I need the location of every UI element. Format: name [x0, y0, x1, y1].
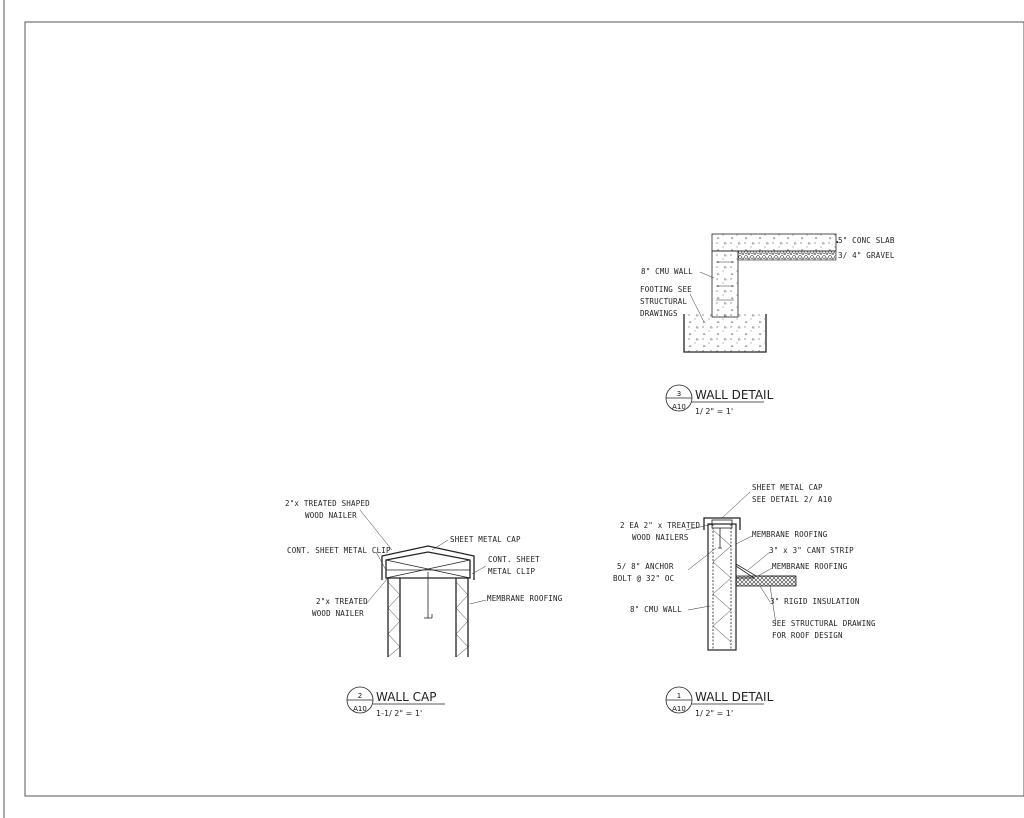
- detail-1-number: 1: [677, 692, 681, 700]
- label-membrane-roofing: MEMBRANE ROOFING: [487, 594, 563, 603]
- label-anchor-bolt-1: 5/ 8" ANCHOR: [617, 562, 674, 571]
- label-footing-3: DRAWINGS: [640, 309, 678, 318]
- detail-1-scale: 1/ 2" = 1': [695, 709, 733, 718]
- detail-2-sheet: A10: [353, 705, 367, 713]
- concrete-slab: [711, 233, 837, 252]
- detail-3-title-block: 3 A10 WALL DETAIL 1/ 2" = 1': [665, 384, 774, 416]
- detail-3-wall-detail: 5" CONC SLAB 3/ 4" GRAVEL 8" CMU WALL FO…: [640, 233, 895, 416]
- wood-nailers: [711, 519, 733, 529]
- label-footing-2: STRUCTURAL: [640, 297, 687, 306]
- wood-nailer-shaped: [385, 551, 471, 579]
- label-see-detail: SEE DETAIL 2/ A10: [752, 495, 832, 504]
- label-cant-strip: 3" x 3" CANT STRIP: [769, 546, 854, 555]
- detail-2-scale: 1-1/ 2" = 1': [376, 709, 422, 718]
- detail-1-title-block: 1 A10 WALL DETAIL 1/ 2" = 1': [665, 686, 774, 718]
- label-sheet-metal-cap: SHEET METAL CAP: [752, 483, 823, 492]
- detail-2-title-block: 2 A10 WALL CAP 1-1/ 2" = 1': [346, 686, 445, 718]
- label-sheet-metal-cap: SHEET METAL CAP: [450, 535, 521, 544]
- label-membrane-roofing-top: MEMBRANE ROOFING: [752, 530, 828, 539]
- membrane-roofing-line: [735, 548, 796, 577]
- gravel-layer: [737, 250, 837, 261]
- label-cont-sheet-metal-clip-right-1: CONT. SHEET: [488, 555, 540, 564]
- label-anchor-bolt-2: BOLT @ 32" OC: [613, 574, 674, 583]
- label-see-structural-1: SEE STRUCTURAL DRAWING: [772, 619, 876, 628]
- label-gravel: 3/ 4" GRAVEL: [838, 251, 895, 260]
- cmu-wall-section: [707, 523, 737, 651]
- label-cmu-wall: 8" CMU WALL: [630, 605, 682, 614]
- detail-2-title: WALL CAP: [376, 690, 436, 704]
- label-treated-shaped-nailer-1: 2"x TREATED SHAPED: [285, 499, 370, 508]
- detail-1-wall-detail: SHEET METAL CAP SEE DETAIL 2/ A10 2 EA 2…: [613, 483, 876, 718]
- label-membrane-roofing-bottom: MEMBRANE ROOFING: [772, 562, 848, 571]
- label-slab: 5" CONC SLAB: [838, 236, 895, 245]
- label-treated-nailer-1: 2"x TREATED: [316, 597, 368, 606]
- detail-3-sheet: A10: [672, 403, 686, 411]
- detail-2-number: 2: [358, 692, 362, 700]
- wall-cap-right-wall: [455, 578, 469, 658]
- label-cont-sheet-metal-clip-right-2: METAL CLIP: [488, 567, 535, 576]
- label-treated-nailer-2: WOOD NAILER: [312, 609, 364, 618]
- label-cont-sheet-metal-clip-left: CONT. SHEET METAL CLIP: [287, 546, 391, 555]
- rigid-insulation: [735, 575, 797, 587]
- label-footing-1: FOOTING SEE: [640, 285, 692, 294]
- label-rigid-insulation: 3" RIGID INSULATION: [770, 597, 860, 606]
- sheet-border: [24, 21, 1024, 797]
- detail-3-number: 3: [677, 390, 681, 398]
- detail-1-title: WALL DETAIL: [695, 690, 774, 704]
- detail-1-sheet: A10: [672, 705, 686, 713]
- label-cmu-wall: 8" CMU WALL: [641, 267, 693, 276]
- detail-3-title: WALL DETAIL: [695, 388, 774, 402]
- label-treated-shaped-nailer-2: WOOD NAILER: [305, 511, 357, 520]
- sheet-metal-cap: [381, 545, 475, 580]
- label-wood-nailers-2: WOOD NAILERS: [632, 533, 689, 542]
- cmu-wall: [711, 250, 739, 318]
- label-wood-nailers-1: 2 EA 2" x TREATED: [620, 521, 700, 530]
- detail-3-scale: 1/ 2" = 1': [695, 407, 733, 416]
- wall-cap-left-wall: [387, 578, 401, 658]
- label-see-structural-2: FOR ROOF DESIGN: [772, 631, 843, 640]
- detail-2-wall-cap: 2"x TREATED SHAPED WOOD NAILER SHEET MET…: [285, 499, 563, 718]
